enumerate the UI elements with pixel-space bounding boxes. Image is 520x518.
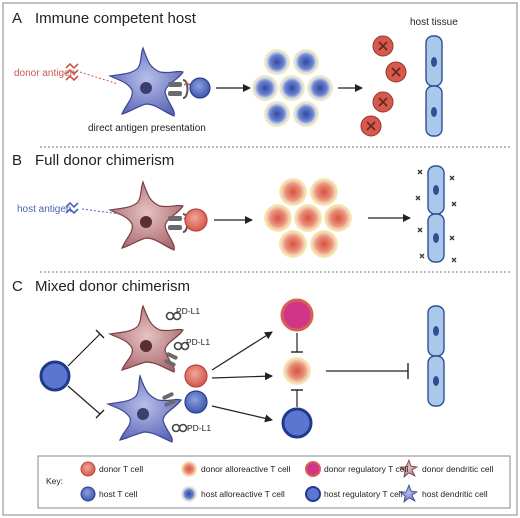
host-tissue-column [425, 35, 443, 137]
pd-l1-receptor-icon [165, 311, 190, 351]
panel-letter-b: B [12, 152, 23, 169]
donor-alloreactive-t-cell-cluster [264, 178, 352, 258]
donor-dendritic-cell [108, 304, 184, 373]
key-title: Key: [46, 476, 64, 486]
host-tissue-column [427, 305, 445, 407]
pd-l1-label: PD-L1 [176, 306, 201, 316]
donor-alloreactive-t-cell-icon [181, 461, 197, 477]
damaged-host-tissue-column [415, 165, 457, 263]
donor-t-cell [184, 364, 208, 388]
mhc-tcr-complex-icon [168, 79, 194, 99]
donor-dendritic-cell [108, 180, 184, 251]
inhibition-line [67, 333, 101, 367]
host-antigen-icon [65, 201, 79, 215]
donor-t-cell-icon [80, 461, 96, 477]
pd-l1-label: PD-L1 [186, 337, 211, 347]
donor-alloreactive-t-cell [283, 357, 311, 385]
donor-regulatory-t-cell [280, 298, 314, 332]
key-label-donor-dendritic: donor dendritic cell [422, 464, 494, 474]
host-t-cell-icon [80, 486, 96, 502]
donor-regulatory-t-cell-icon [305, 461, 321, 477]
panel-title-b: Full donor chimerism [35, 152, 175, 169]
key-box [37, 455, 511, 509]
host-alloreactive-t-cell-cluster [252, 49, 333, 127]
inhibition-bar [95, 409, 105, 419]
key-label-host-alloreactive: host alloreactive T cell [201, 489, 285, 499]
damaged-host-cell-group [360, 35, 407, 137]
key-label-host-dendritic: host dendritic cell [422, 489, 488, 499]
donor-antigen-icon [65, 62, 79, 82]
mhc-tcr-complex-icon [164, 352, 178, 367]
key-label-donor-alloreactive: donor alloreactive T cell [201, 464, 291, 474]
host-regulatory-t-cell-icon [305, 486, 321, 502]
host-regulatory-t-cell [39, 360, 71, 392]
host-dendritic-cell [106, 373, 182, 443]
mhc-tcr-complex-icon [162, 392, 176, 407]
host-dendritic-cell [108, 46, 184, 117]
pd-l1-receptor-icon [171, 423, 188, 433]
panel-title-a: Immune competent host [35, 10, 196, 27]
pd-l1-label: PD-L1 [187, 423, 212, 433]
inhibition-line [67, 385, 101, 415]
panel-letter-a: A [12, 10, 23, 27]
antigen-line [79, 71, 119, 85]
host-antigen-label: host antigen [17, 204, 72, 215]
flow-arrow [211, 405, 273, 423]
host-dendritic-cell-icon [398, 483, 419, 503]
donor-t-cell [184, 208, 208, 232]
flow-arrow [211, 331, 273, 371]
key-label-donor-regulatory: donor regulatory T cell [324, 464, 409, 474]
key-label-donor-t-cell: donor T cell [99, 464, 144, 474]
host-alloreactive-t-cell-icon [181, 486, 197, 502]
host-t-cell [189, 77, 211, 99]
panel-letter-c: C [12, 278, 23, 295]
donor-dendritic-cell-icon [398, 458, 419, 478]
key-label-host-t-cell: host T cell [99, 489, 138, 499]
direct-presentation-label: direct antigen presentation [88, 123, 206, 134]
key-label-host-regulatory: host regulatory T cell [324, 489, 403, 499]
panel-title-c: Mixed donor chimerism [35, 278, 191, 295]
host-t-cell [184, 390, 208, 414]
donor-antigen-label: donor antigen [14, 68, 76, 79]
flow-arrow [211, 372, 273, 381]
inhibition-bar [95, 329, 105, 339]
host-regulatory-t-cell [281, 407, 313, 439]
host-tissue-label: host tissue [410, 17, 458, 28]
